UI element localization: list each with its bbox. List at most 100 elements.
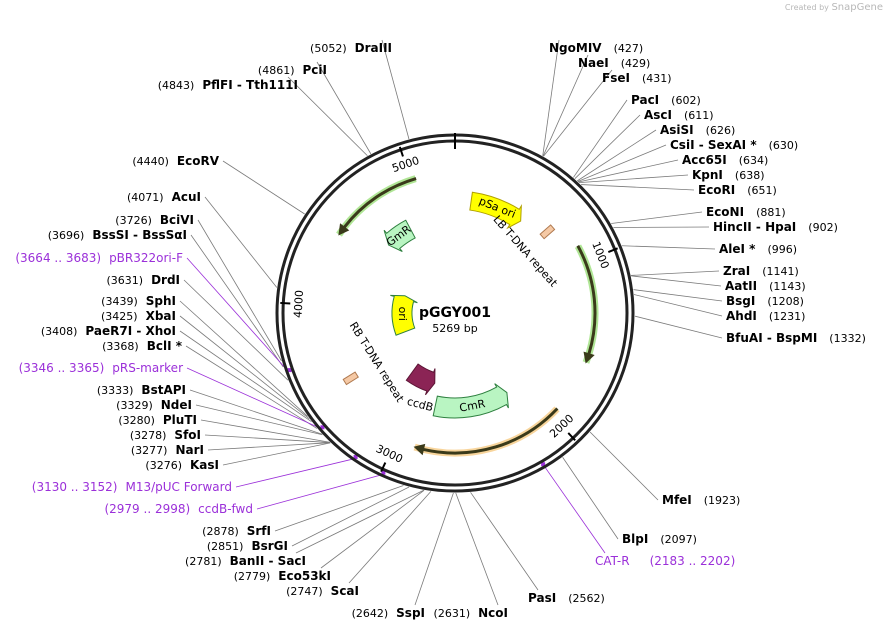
site-asci[interactable]: AscI(611) bbox=[644, 108, 714, 122]
site-ccdb-fwd[interactable]: ccdB-fwd(2979 .. 2998) bbox=[104, 502, 253, 516]
site-ecorv[interactable]: EcoRV (4440) bbox=[132, 154, 219, 168]
bstapi-leader bbox=[189, 389, 322, 435]
sphi-name: SphI bbox=[146, 294, 176, 308]
site-pasi[interactable]: PasI(2562) bbox=[528, 591, 605, 605]
pcii-name: PciI bbox=[303, 63, 328, 77]
site-bcli[interactable]: BclI *(3368) bbox=[102, 339, 183, 353]
site-srfi[interactable]: SrfI(2878) bbox=[202, 524, 271, 538]
bcli-name: BclI * bbox=[147, 339, 183, 353]
site-pcii[interactable]: PciI(4861) bbox=[258, 63, 327, 77]
ncoi-name: NcoI bbox=[478, 606, 508, 620]
site-acui[interactable]: AcuI(4071) bbox=[127, 190, 201, 204]
site-asisi[interactable]: AsiSI(626) bbox=[660, 123, 735, 137]
cat-r-name: CAT-R bbox=[595, 554, 630, 568]
site-naei[interactable]: NaeI(429) bbox=[578, 56, 650, 70]
site-bcivi[interactable]: BciVI(3726) bbox=[115, 213, 194, 227]
feature-rb-t-dna-repeat[interactable] bbox=[342, 371, 359, 386]
site-ecori[interactable]: EcoRI(651) bbox=[698, 183, 777, 197]
site-hincii-hpai[interactable]: HincII - HpaI(902) bbox=[713, 220, 838, 234]
site-paer7i-xhoi[interactable]: PaeR7I - XhoI(3408) bbox=[41, 324, 176, 338]
site-ncoi[interactable]: NcoI(2631) bbox=[434, 606, 508, 620]
acc65i-position: (634) bbox=[739, 154, 769, 167]
site-pflfi-tth111i[interactable]: PflFI - Tth111I(4843) bbox=[158, 78, 298, 92]
site-ahdi[interactable]: AhdI(1231) bbox=[726, 309, 805, 323]
feature-cmr[interactable] bbox=[432, 383, 509, 419]
site-xbai[interactable]: XbaI(3425) bbox=[101, 309, 176, 323]
site-banii-saci[interactable]: BanII - SacI(2781) bbox=[185, 554, 306, 568]
site-pluti[interactable]: PluTI(3280) bbox=[118, 413, 197, 427]
feature-orange-bottom[interactable] bbox=[413, 407, 559, 456]
site-fsei[interactable]: FseI(431) bbox=[602, 71, 672, 85]
site-acc65i[interactable]: Acc65I (634) bbox=[682, 153, 768, 167]
site-sphi[interactable]: SphI(3439) bbox=[101, 294, 176, 308]
feature-psa-ori[interactable] bbox=[469, 191, 522, 230]
ecorv-position: (4440) bbox=[132, 155, 169, 168]
site-aatii[interactable]: AatII(1143) bbox=[725, 279, 806, 293]
site-bsrgi[interactable]: BsrGI(2851) bbox=[207, 539, 288, 553]
site-alei[interactable]: AleI *(996) bbox=[719, 242, 797, 256]
ngomiv-leader bbox=[542, 39, 560, 156]
hincii-hpai-position: (902) bbox=[808, 221, 838, 234]
site-mfei[interactable]: MfeI(1923) bbox=[662, 493, 740, 507]
site-blpi[interactable]: BlpI(2097) bbox=[622, 532, 697, 546]
feature-gmr[interactable] bbox=[383, 219, 416, 252]
feature-ori[interactable] bbox=[390, 294, 418, 336]
ecori-leader bbox=[581, 184, 695, 191]
site-eco53ki[interactable]: Eco53kI(2779) bbox=[234, 569, 331, 583]
pluti-leader bbox=[200, 419, 330, 443]
acc65i-name: Acc65I bbox=[682, 153, 727, 167]
tick-label: 1000 bbox=[589, 240, 611, 271]
bsgi-leader bbox=[633, 289, 723, 302]
alei-leader bbox=[621, 245, 716, 250]
site-sspi[interactable]: SspI(2642) bbox=[352, 606, 425, 620]
site-bstapi[interactable]: BstAPI(3333) bbox=[97, 383, 186, 397]
site-bsgi[interactable]: BsgI(1208) bbox=[726, 294, 804, 308]
site-bfuai-bspmi[interactable]: BfuAI - BspMI(1332) bbox=[726, 331, 866, 345]
feature-ccdb[interactable] bbox=[405, 363, 436, 396]
ahdi-name: AhdI bbox=[726, 309, 757, 323]
econi-name: EcoNI bbox=[706, 205, 744, 219]
feature-green-right[interactable] bbox=[576, 245, 597, 364]
feature-lb-t-dna-repeat[interactable] bbox=[539, 224, 556, 240]
site-kasi[interactable]: KasI(3276) bbox=[145, 458, 219, 472]
site-nari[interactable]: NarI(3277) bbox=[131, 443, 204, 457]
sphi-leader bbox=[179, 300, 308, 417]
scai-name: ScaI bbox=[331, 584, 359, 598]
feature-green-left[interactable] bbox=[338, 177, 417, 236]
eco53ki-name: Eco53kI bbox=[278, 569, 331, 583]
site-kpni[interactable]: KpnI(638) bbox=[692, 168, 765, 182]
xbai-position: (3425) bbox=[101, 310, 138, 323]
tick-mark bbox=[607, 247, 618, 253]
site-scai[interactable]: ScaI(2747) bbox=[286, 584, 359, 598]
srfi-leader bbox=[274, 485, 404, 532]
site-ngomiv[interactable]: NgoMIV(427) bbox=[549, 41, 643, 55]
site-csii-sexai[interactable]: CsiI - SexAI *(630) bbox=[670, 138, 798, 152]
site-pbr322ori-f[interactable]: pBR322ori-F(3664 .. 3683) bbox=[15, 251, 183, 265]
asisi-position: (626) bbox=[706, 124, 736, 137]
naei-name: NaeI bbox=[578, 56, 609, 70]
mfei-position: (1923) bbox=[704, 494, 741, 507]
site-paci[interactable]: PacI(602) bbox=[631, 93, 701, 107]
bsrgi-position: (2851) bbox=[207, 540, 244, 553]
prs-marker-primer-mark bbox=[320, 425, 325, 430]
kpni-name: KpnI bbox=[692, 168, 723, 182]
tick-label: 4000 bbox=[291, 290, 306, 319]
site-econi[interactable]: EcoNI(881) bbox=[706, 205, 786, 219]
site-labels: DraIII(5052) PciI(4861)PflFI - Tth111I(48… bbox=[15, 41, 866, 620]
site-bsssi-bsss-i[interactable]: BssSI - BssSαI(3696) bbox=[48, 228, 187, 242]
acui-position: (4071) bbox=[127, 191, 164, 204]
paer7i-xhoi-name: PaeR7I - XhoI bbox=[85, 324, 176, 338]
site-cat-r[interactable]: CAT-R (2183 .. 2202) bbox=[595, 554, 735, 568]
site-ndei[interactable]: NdeI(3329) bbox=[116, 398, 192, 412]
site-prs-marker[interactable]: pRS-marker(3346 .. 3365) bbox=[19, 361, 183, 375]
draiii-name: DraIII bbox=[355, 41, 392, 55]
site-draiii[interactable]: DraIII(5052) bbox=[310, 41, 392, 55]
ecorv-name: EcoRV bbox=[177, 154, 220, 168]
fsei-leader bbox=[543, 69, 613, 157]
cat-r-position: (2183 .. 2202) bbox=[650, 554, 736, 568]
site-m13-puc-forward[interactable]: M13/pUC Forward(3130 .. 3152) bbox=[32, 480, 232, 494]
aatii-name: AatII bbox=[725, 279, 757, 293]
site-sfoi[interactable]: SfoI(3278) bbox=[130, 428, 201, 442]
site-drdi[interactable]: DrdI(3631) bbox=[106, 273, 180, 287]
site-zrai[interactable]: ZraI(1141) bbox=[723, 264, 799, 278]
